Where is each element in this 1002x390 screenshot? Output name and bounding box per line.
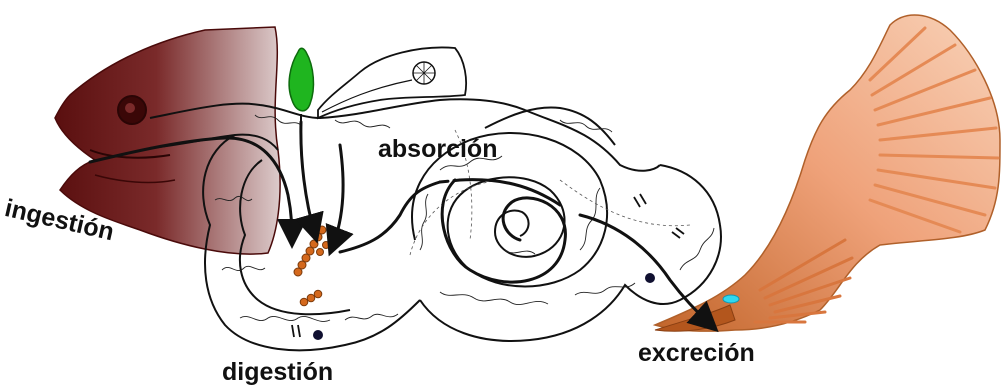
pancreatic-duct-arrow [332, 145, 343, 248]
label-digestion: digestión [222, 360, 333, 385]
node-dot [645, 273, 655, 283]
node-dot [313, 330, 323, 340]
loop-outer-top [525, 110, 660, 171]
segment-marks [292, 194, 684, 337]
label-absorption: absorción [378, 137, 497, 162]
spiral-inner [495, 211, 529, 236]
bile-duct-arrow [301, 122, 315, 235]
enzyme-beads [294, 226, 330, 306]
cyan-marker [723, 295, 739, 303]
fish-eye [118, 96, 146, 124]
gallbladder [289, 48, 313, 122]
absorption-path [340, 182, 440, 252]
fish-tail [655, 15, 1000, 331]
spiral-mid [448, 177, 565, 270]
label-excretion: excreción [638, 341, 755, 366]
